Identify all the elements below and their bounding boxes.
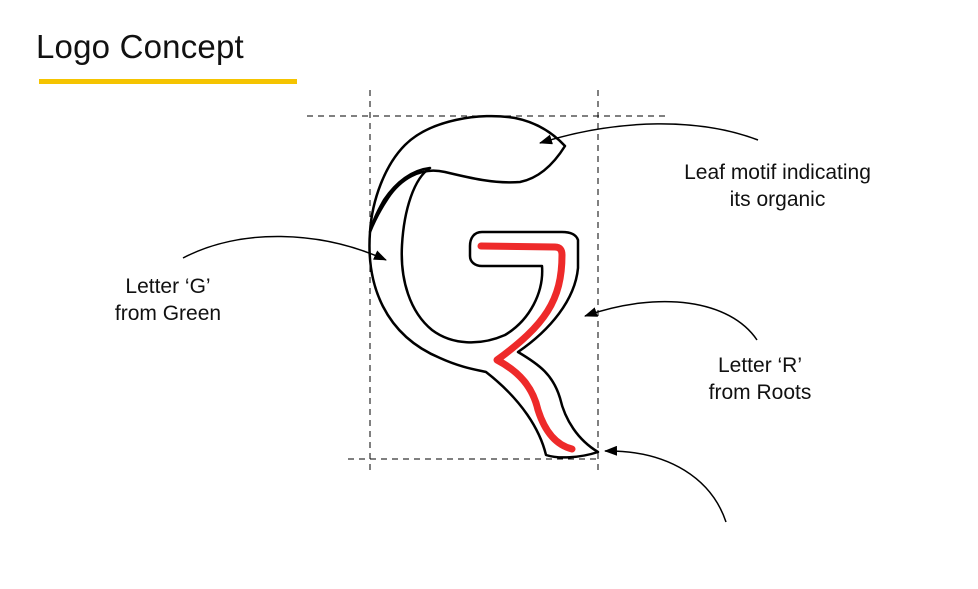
label-leaf-motif: Leaf motif indicating its organic — [640, 159, 915, 213]
guide-lines — [307, 90, 668, 474]
arrow-letter-r — [584, 300, 758, 341]
title-underline — [39, 79, 297, 84]
letter-g-outer-outline — [368, 166, 600, 459]
label-letter-r-line2: from Roots — [708, 381, 812, 404]
label-letter-g: Letter ‘G’ from Green — [88, 273, 248, 327]
label-leaf-line2: its organic — [729, 188, 826, 211]
letter-r-stroke — [477, 242, 576, 453]
arrow-leaf — [539, 123, 759, 145]
arrow-letter-g — [182, 235, 387, 261]
label-letter-r-line1: Letter ‘R’ — [717, 354, 803, 377]
leaf-motif-outline — [368, 114, 567, 234]
label-letter-g-line2: from Green — [114, 302, 222, 325]
label-letter-r: Letter ‘R’ from Roots — [680, 352, 840, 406]
arrow-tail — [604, 445, 727, 523]
label-letter-g-line1: Letter ‘G’ — [125, 275, 211, 298]
page-title: Logo Concept — [36, 28, 244, 65]
annotation-arrows — [182, 123, 759, 523]
label-leaf-line1: Leaf motif indicating — [684, 161, 871, 184]
